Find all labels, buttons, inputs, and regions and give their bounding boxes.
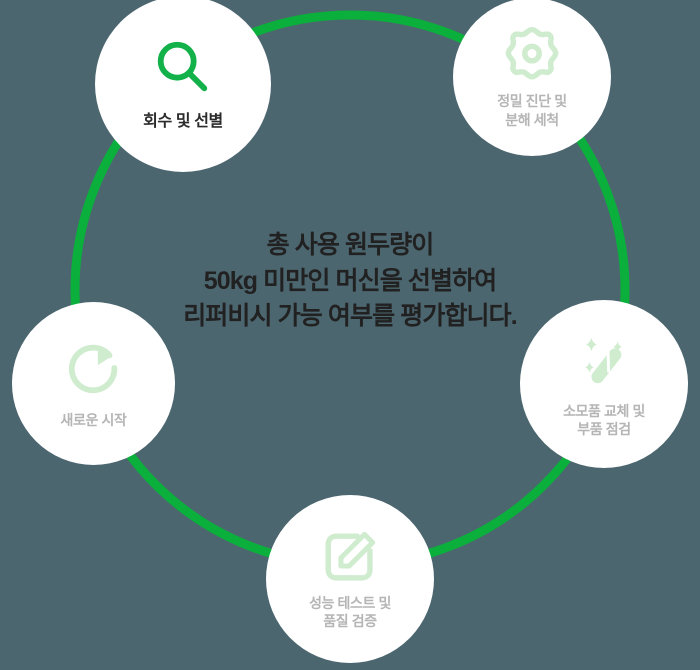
step-node-restart[interactable]: 새로운 시작 <box>12 302 175 465</box>
center-description-text: 총 사용 원두량이 50kg 미만인 머신을 선별하여 리퍼비시 가능 여부를 … <box>183 231 517 330</box>
step-node-parts[interactable]: 소모품 교체 및 부품 점검 <box>520 300 688 468</box>
step-node-diagnose[interactable]: 정밀 진단 및 분해 세척 <box>453 0 611 156</box>
step-node-label: 회수 및 선별 <box>143 112 223 130</box>
edit-square-icon <box>321 528 379 586</box>
step-node-quality[interactable]: 성능 테스트 및 품질 검증 <box>266 495 434 663</box>
gear-icon <box>503 25 561 83</box>
step-node-label: 성능 테스트 및 품질 검증 <box>309 594 391 629</box>
step-node-label: 정밀 진단 및 분해 세척 <box>497 93 567 128</box>
search-icon <box>152 36 214 98</box>
step-node-recover[interactable]: 회수 및 선별 <box>95 0 271 172</box>
magic-wand-icon <box>573 330 635 392</box>
step-node-label: 소모품 교체 및 부품 점검 <box>563 402 645 437</box>
refresh-icon <box>63 337 125 399</box>
step-node-label: 새로운 시작 <box>60 412 127 429</box>
